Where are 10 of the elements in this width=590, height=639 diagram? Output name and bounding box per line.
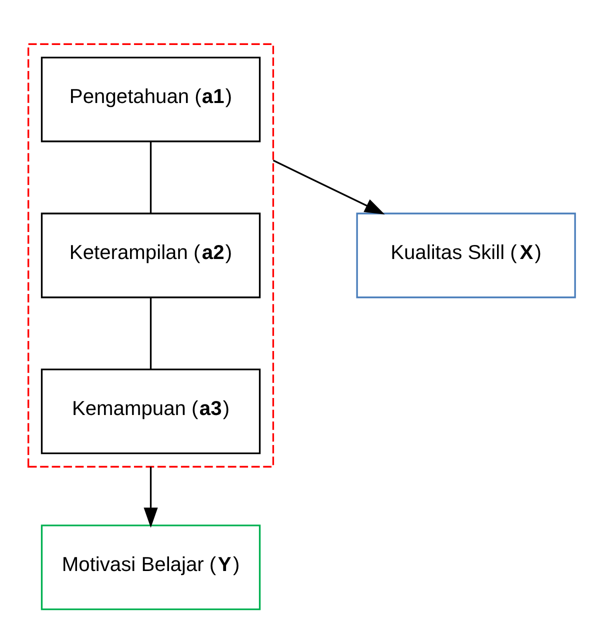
- node-box: Kualitas Skill (X): [356, 212, 576, 298]
- node-box: Motivasi Belajar (Y): [40, 524, 261, 610]
- arrow: [272, 159, 385, 214]
- arrow: [144, 466, 158, 528]
- connector: [150, 142, 152, 213]
- node-box: Keterampilan (a2): [40, 212, 261, 298]
- node-box: Pengetahuan (a1): [40, 56, 261, 142]
- node-box: Kemampuan (a3): [40, 368, 261, 454]
- cluster: [28, 42, 274, 468]
- connector: [150, 298, 152, 369]
